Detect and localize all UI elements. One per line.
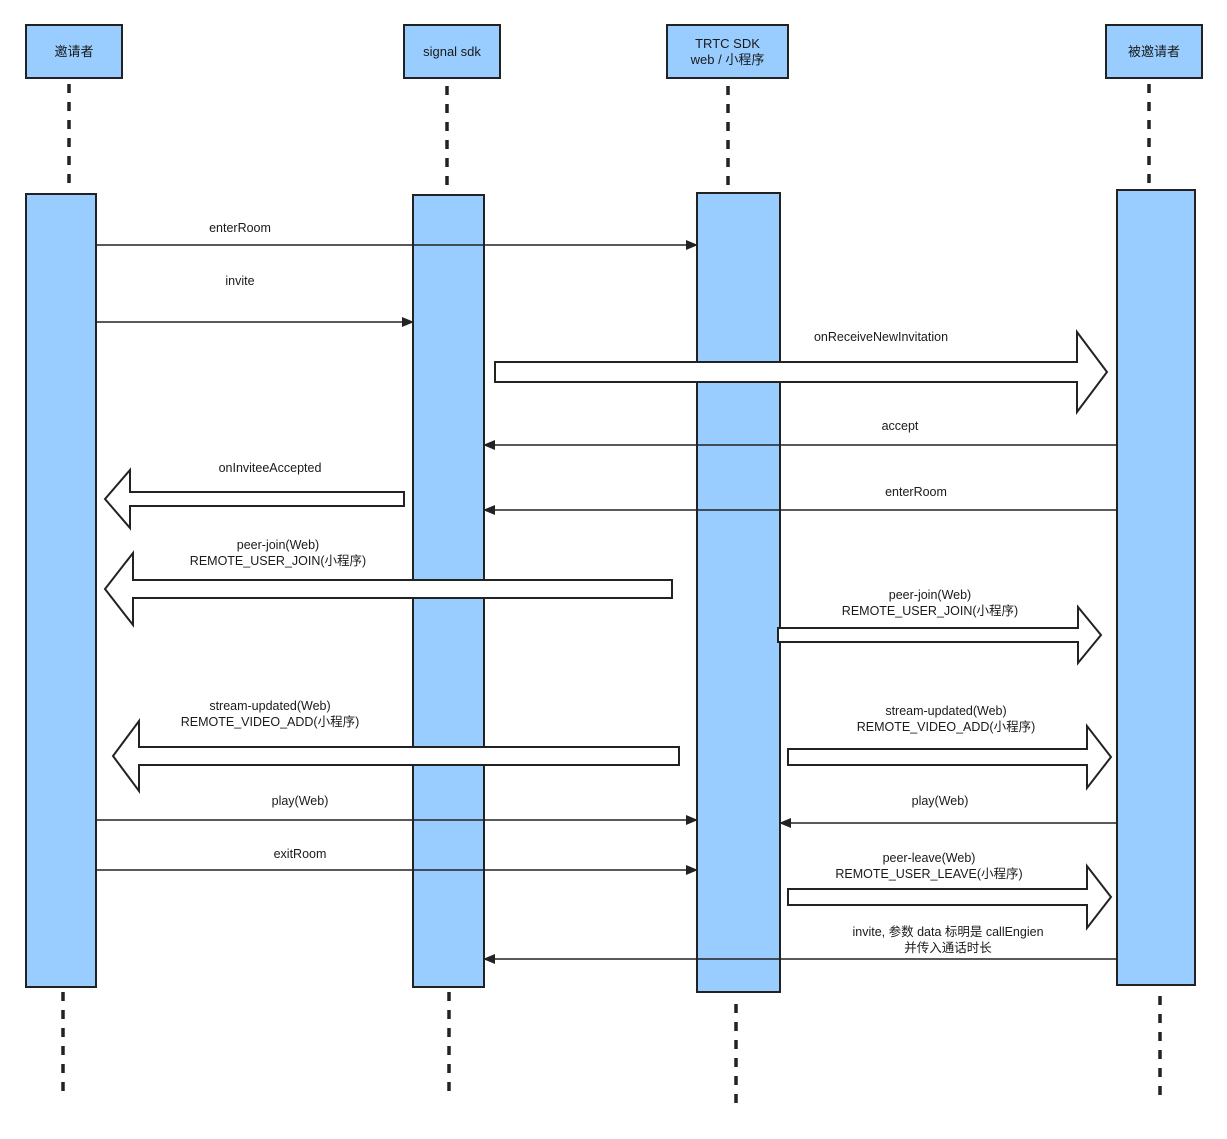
message-on-invitee-accepted: onInviteeAccepted xyxy=(103,461,405,531)
message-label: REMOTE_USER_JOIN(小程序) xyxy=(190,553,366,568)
message-peer-join-inviter: peer-join(Web)REMOTE_USER_JOIN(小程序) xyxy=(103,538,673,628)
message-on-receive-new-invitation: onReceiveNewInvitation xyxy=(494,329,1109,415)
message-stream-updated-inviter: stream-updated(Web)REMOTE_VIDEO_ADD(小程序) xyxy=(111,699,680,795)
message-label: accept xyxy=(882,419,919,433)
message-label: onInviteeAccepted xyxy=(219,461,322,475)
message-accept: accept xyxy=(483,419,1117,450)
actor-label: 邀请者 xyxy=(54,44,93,59)
message-label: play(Web) xyxy=(912,794,969,808)
actor-box xyxy=(1105,24,1203,79)
actor-signal-sdk: signal sdk xyxy=(403,24,501,79)
message-label: stream-updated(Web) xyxy=(885,704,1006,718)
message-label: stream-updated(Web) xyxy=(209,699,330,713)
message-label: 并传入通话时长 xyxy=(904,940,992,955)
actor-label: signal sdk xyxy=(423,44,481,59)
actor-inviter: 邀请者 xyxy=(25,24,123,79)
actor-box xyxy=(666,24,789,79)
actor-invitee: 被邀请者 xyxy=(1105,24,1203,79)
actor-box xyxy=(403,24,501,79)
message-label: enterRoom xyxy=(209,221,271,235)
message-exit-room: exitRoom xyxy=(96,847,698,875)
message-enter-room-2: enterRoom xyxy=(483,485,1117,515)
message-play-invitee: play(Web) xyxy=(779,794,1117,828)
message-block-arrow xyxy=(777,604,1103,666)
message-peer-leave-invitee: peer-leave(Web)REMOTE_USER_LEAVE(小程序) xyxy=(787,851,1113,931)
message-block-arrow xyxy=(103,550,673,628)
message-stream-updated-invitee: stream-updated(Web)REMOTE_VIDEO_ADD(小程序) xyxy=(787,704,1113,791)
message-label: invite, 参数 data 标明是 callEngien xyxy=(852,924,1043,939)
message-label: invite xyxy=(225,274,254,288)
inviter-activation-bar xyxy=(25,193,97,988)
trtc-sdk-activation-bar xyxy=(696,192,781,993)
message-label: peer-join(Web) xyxy=(889,588,971,602)
message-block-arrow xyxy=(787,863,1113,931)
message-label: REMOTE_VIDEO_ADD(小程序) xyxy=(857,719,1036,734)
actor-label: TRTC SDK xyxy=(695,36,760,51)
messages-layer: enterRoom invite onReceiveNewInvitation acc… xyxy=(96,221,1117,964)
message-label: REMOTE_USER_JOIN(小程序) xyxy=(842,603,1018,618)
message-enter-room-1: enterRoom xyxy=(96,221,698,250)
message-play-inviter: play(Web) xyxy=(96,794,698,825)
actor-box xyxy=(25,24,123,79)
invitee-activation-bar xyxy=(1116,189,1196,986)
message-block-arrow xyxy=(494,329,1109,415)
message-block-arrow xyxy=(111,717,680,795)
message-label: exitRoom xyxy=(274,847,327,861)
message-invite: invite xyxy=(96,274,414,327)
message-block-arrow xyxy=(103,467,405,531)
message-label: onReceiveNewInvitation xyxy=(814,330,948,344)
actor-label: 被邀请者 xyxy=(1128,44,1180,59)
message-peer-join-invitee: peer-join(Web)REMOTE_USER_JOIN(小程序) xyxy=(777,588,1103,666)
message-label: REMOTE_VIDEO_ADD(小程序) xyxy=(181,714,360,729)
message-block-arrow xyxy=(787,723,1113,791)
message-label: peer-leave(Web) xyxy=(883,851,976,865)
actor-label: web / 小程序 xyxy=(690,52,765,67)
message-label: play(Web) xyxy=(272,794,329,808)
message-label: peer-join(Web) xyxy=(237,538,319,552)
message-label: enterRoom xyxy=(885,485,947,499)
message-label: REMOTE_USER_LEAVE(小程序) xyxy=(835,866,1022,881)
activations-layer xyxy=(25,189,1196,993)
